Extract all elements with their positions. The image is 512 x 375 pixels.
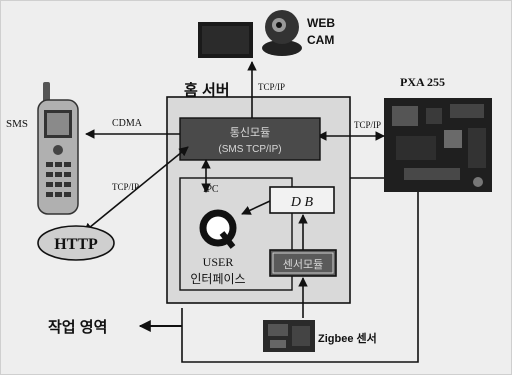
left-tcpip-link bbox=[83, 146, 189, 233]
user-label-line1: USER bbox=[203, 255, 234, 269]
tcpip-right-label: TCP/IP bbox=[354, 120, 381, 130]
pxa-label: PXA 255 bbox=[400, 75, 445, 89]
user-interface-frame bbox=[179, 177, 293, 291]
monitor-icon bbox=[198, 22, 253, 58]
web-cam-label-line1: WEB bbox=[307, 16, 335, 30]
mobile-phone-icon bbox=[37, 82, 79, 215]
comm-module-label-line1: 통신모듈 bbox=[230, 126, 270, 139]
web-cam-label-line2: CAM bbox=[307, 33, 334, 47]
pxa255-board-icon bbox=[384, 98, 492, 192]
db-to-ui-link bbox=[241, 200, 271, 215]
sensor-module-label: 센서모듈 bbox=[283, 258, 323, 271]
sensor-module-inner-border bbox=[272, 252, 334, 274]
home-server-label: 홈 서버 bbox=[184, 81, 230, 99]
sensor-module-box bbox=[269, 249, 337, 277]
zigbee-label: Zigbee 센서 bbox=[318, 331, 377, 345]
cdma-label: CDMA bbox=[112, 118, 143, 129]
tcpip-left-label: TCP/IP bbox=[112, 182, 139, 192]
comm-module-box bbox=[179, 117, 321, 161]
ipc-label: IPC bbox=[203, 184, 219, 195]
sms-label: SMS bbox=[6, 118, 28, 130]
webcam-icon bbox=[262, 10, 302, 56]
zigbee-sensor-icon bbox=[263, 320, 315, 352]
user-label-line2: 인터페이스 bbox=[190, 272, 245, 286]
work-area-label: 작업 영역 bbox=[48, 318, 107, 336]
http-label: HTTP bbox=[54, 236, 98, 253]
tcpip-top-label: TCP/IP bbox=[258, 82, 285, 92]
q-logo-icon bbox=[199, 209, 237, 249]
http-oval bbox=[37, 225, 115, 261]
db-box bbox=[269, 186, 335, 214]
db-label: D B bbox=[290, 195, 314, 210]
comm-module-label-line2: (SMS TCP/IP) bbox=[218, 144, 281, 155]
